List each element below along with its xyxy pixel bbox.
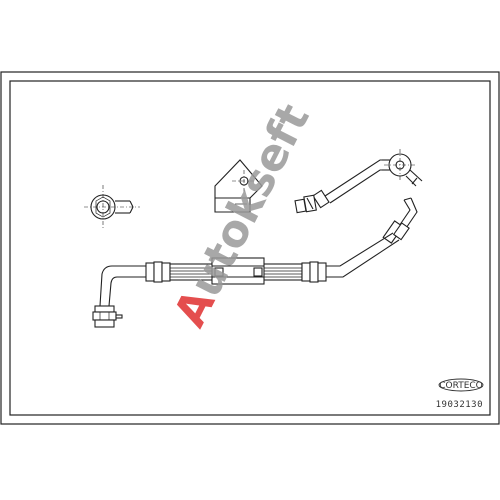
fitting-end-view [84, 185, 140, 229]
bracket-tab [214, 159, 263, 213]
svg-text:Autokseft: Autokseft [164, 96, 319, 335]
watermark: Autokseft [164, 96, 319, 335]
brand-logo: CORTECO [438, 378, 484, 392]
main-hose-assembly [92, 232, 400, 328]
right-pipe-end [382, 197, 418, 244]
upper-hose-line [294, 149, 423, 214]
outer-frame [0, 71, 500, 425]
brand-logo-text: CORTECO [439, 381, 483, 391]
part-number: 19032130 [436, 400, 483, 410]
inner-frame [9, 80, 491, 416]
